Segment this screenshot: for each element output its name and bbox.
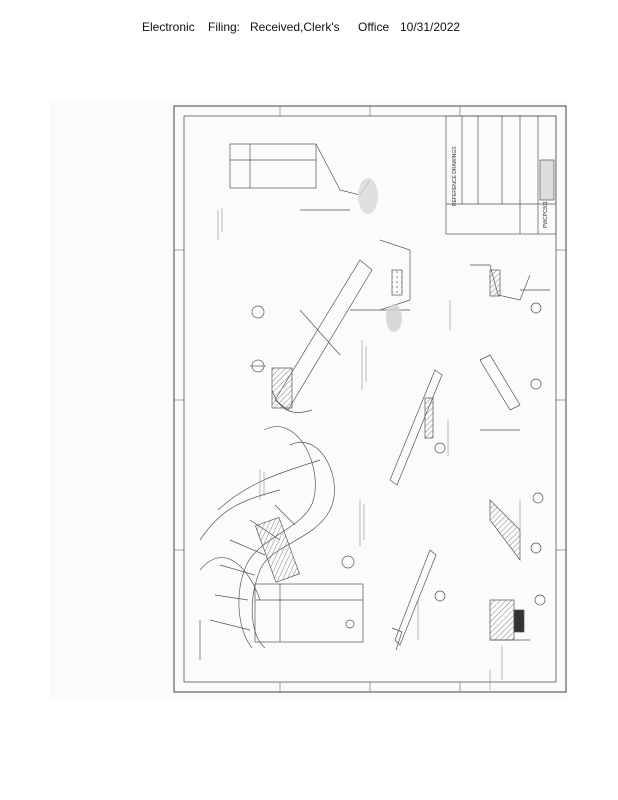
header-word-received: Received,Clerk's <box>250 20 340 34</box>
scanned-drawing-sheet: REFERENCE DRAWINGS PWCPC001 <box>50 100 568 698</box>
annotation-text-marks <box>217 208 521 690</box>
header-date: 10/31/2022 <box>400 20 461 34</box>
title-block <box>445 115 557 235</box>
engineering-drawing <box>173 105 567 693</box>
curved-ramp-plan <box>199 426 364 660</box>
elevation-detail-top <box>229 143 371 211</box>
curb-detail-right <box>470 264 550 314</box>
ramp-section-lower <box>391 499 546 651</box>
title-block-heading: REFERENCE DRAWINGS <box>452 146 458 206</box>
smudge-2 <box>386 304 402 332</box>
ramp-section-upper <box>250 259 373 413</box>
wall-detail-middle <box>350 239 411 311</box>
sheet-number: PWCPC001 <box>543 201 549 228</box>
header-word-office: Office <box>358 20 390 34</box>
header-word-electronic: Electronic <box>142 20 195 34</box>
header-word-filing: Filing: <box>208 20 241 34</box>
filing-header: Electronic Filing: Received,Clerk's Offi… <box>0 20 618 36</box>
ramp-section-right <box>389 354 544 504</box>
border-ticks <box>174 106 566 692</box>
smudge-1 <box>358 178 378 214</box>
